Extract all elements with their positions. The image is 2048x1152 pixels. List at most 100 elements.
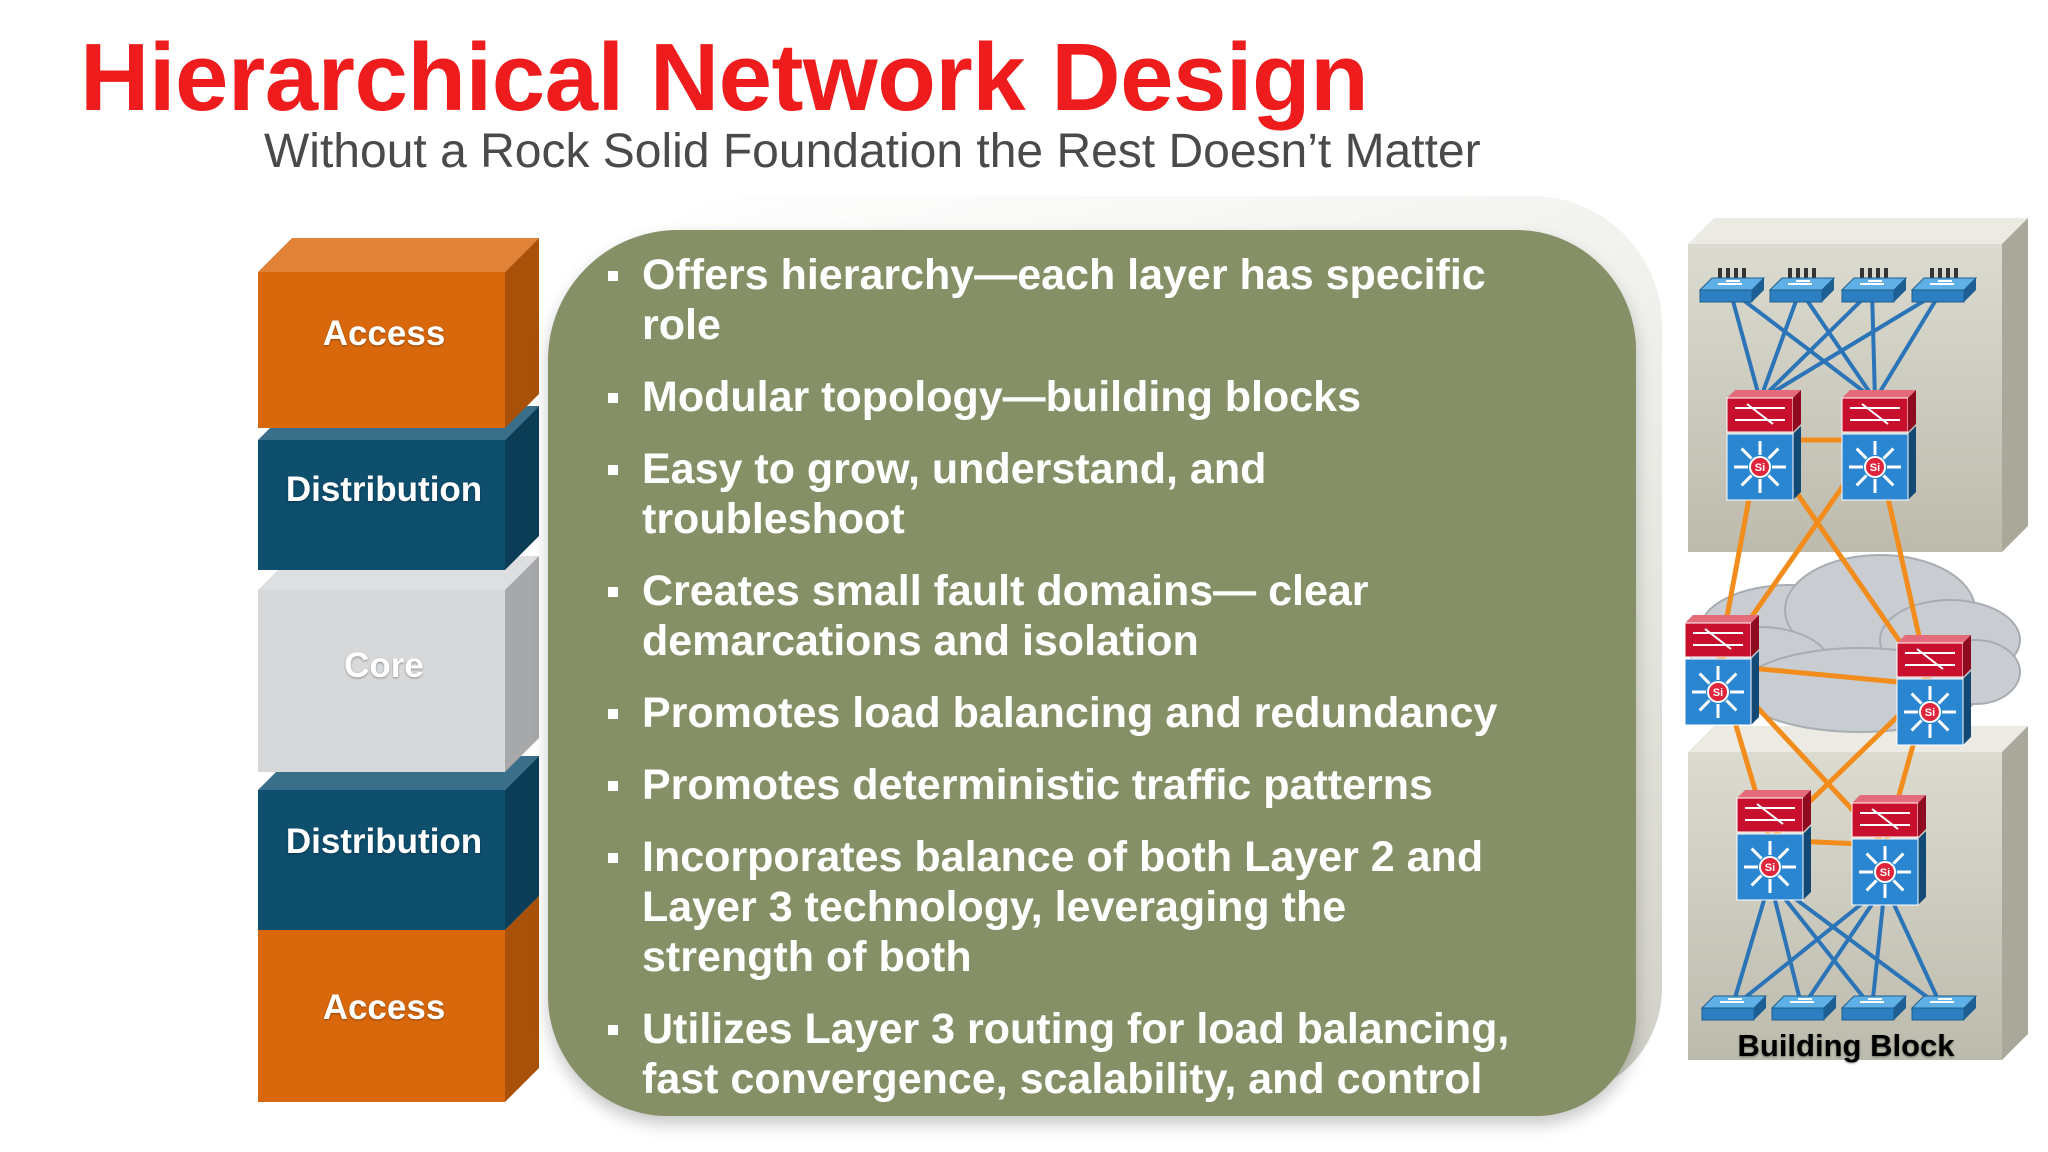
switch-side bbox=[1824, 996, 1836, 1020]
layer-block-1-access bbox=[258, 238, 539, 428]
layer-block-front bbox=[258, 272, 505, 428]
switch-arrows bbox=[1788, 280, 1812, 285]
layer-label-distribution: Distribution bbox=[285, 822, 483, 861]
port-pin bbox=[1796, 268, 1800, 280]
switch-arrow-ray bbox=[1892, 879, 1905, 892]
switch-arrow-ray bbox=[1937, 692, 1950, 705]
link-line bbox=[1870, 289, 1877, 401]
access-switch-icon bbox=[1700, 995, 1768, 1021]
bullet-line: fast convergence, scalability, and contr… bbox=[642, 1055, 1483, 1103]
switch-arrow-ray bbox=[1865, 879, 1878, 892]
feature-bullet: Modular topology—building blocks bbox=[600, 372, 1610, 422]
access-switch-icon bbox=[1698, 277, 1766, 303]
slide-subtitle: Without a Rock Solid Foundation the Rest… bbox=[264, 125, 1481, 178]
router-top bbox=[1727, 390, 1801, 398]
port-pin bbox=[1930, 268, 1934, 280]
layer-block-front bbox=[258, 930, 505, 1102]
access-switch-icon bbox=[1910, 995, 1978, 1021]
block-top-face bbox=[1688, 218, 2028, 244]
switch-arrow-ray bbox=[1882, 474, 1895, 487]
si-label: Si bbox=[1755, 462, 1765, 474]
si-badge bbox=[1749, 456, 1771, 478]
access-switch-icon bbox=[1840, 277, 1908, 303]
port-pin bbox=[1742, 268, 1746, 280]
layer-label-core: Core bbox=[344, 646, 424, 685]
switch-front bbox=[1769, 289, 1823, 303]
block-side-face bbox=[2002, 218, 2028, 552]
layer-block-3-core bbox=[258, 556, 539, 772]
switch-front bbox=[1841, 1007, 1895, 1021]
switch-front bbox=[1771, 1007, 1825, 1021]
port-pin bbox=[1726, 268, 1730, 280]
layer-block-side bbox=[505, 756, 539, 930]
port-pin bbox=[1946, 268, 1950, 280]
link-line bbox=[1730, 879, 1772, 1009]
router-top bbox=[1842, 390, 1916, 398]
switch-side bbox=[1918, 831, 1926, 905]
router-arrows bbox=[1860, 808, 1910, 830]
port-pin bbox=[1954, 268, 1958, 280]
router-top bbox=[1685, 615, 1759, 623]
switch-arrows bbox=[1930, 998, 1954, 1003]
bullet-line: Incorporates balance of both Layer 2 and bbox=[642, 833, 1484, 881]
switch-arrows bbox=[1930, 280, 1954, 285]
layer-block-side bbox=[505, 556, 539, 772]
bullet-line: troubleshoot bbox=[642, 495, 905, 543]
switch-arrow-ray bbox=[1740, 447, 1753, 460]
layer-label-access: Access bbox=[322, 314, 446, 353]
slide-title: Hierarchical Network Design bbox=[80, 24, 1369, 131]
switch-side bbox=[1793, 426, 1801, 500]
multilayer-switch-icon: Si bbox=[1736, 790, 1811, 901]
link-line bbox=[1873, 288, 1944, 402]
switch-side bbox=[1963, 671, 1971, 745]
link-line bbox=[1758, 288, 1874, 402]
router-arrows bbox=[1693, 628, 1743, 650]
multilayer-switch-icon: Si bbox=[1896, 635, 1971, 746]
si-badge bbox=[1707, 681, 1729, 703]
feature-bullet: Utilizes Layer 3 routing for load balanc… bbox=[600, 1004, 1610, 1104]
switch-arrow-ray bbox=[1892, 852, 1905, 865]
router-side bbox=[1803, 790, 1811, 832]
switch-side bbox=[1964, 278, 1976, 302]
layer-block-front bbox=[258, 590, 505, 772]
bullet-line: Modular topology—building blocks bbox=[642, 373, 1362, 421]
bullet-line: Creates small fault domains— clear bbox=[642, 567, 1369, 615]
access-switch-icon bbox=[1840, 995, 1908, 1021]
link-line bbox=[1758, 288, 1944, 402]
switch-front bbox=[1841, 289, 1895, 303]
switch-side bbox=[1803, 826, 1811, 900]
bullet-marker bbox=[608, 1025, 618, 1035]
layer-block-front bbox=[258, 440, 505, 570]
port-pin bbox=[1734, 268, 1738, 280]
switch-arrow-ray bbox=[1750, 847, 1763, 860]
building-block-label: Building Block bbox=[1737, 1028, 1955, 1063]
block-side-face bbox=[2002, 726, 2028, 1060]
port-pin bbox=[1938, 268, 1942, 280]
switch-side bbox=[1908, 426, 1916, 500]
switch-arrow-ray bbox=[1910, 692, 1923, 705]
multilayer-switch-icon: Si bbox=[1841, 390, 1916, 501]
access-switch-icon bbox=[1768, 277, 1836, 303]
switch-arrows bbox=[1720, 998, 1744, 1003]
switch-arrow-ray bbox=[1725, 672, 1738, 685]
port-connector-icon bbox=[1718, 268, 1746, 280]
bullet-marker bbox=[608, 587, 618, 597]
layer-label-distribution: Distribution bbox=[285, 470, 483, 509]
port-pin bbox=[1718, 268, 1722, 280]
switch-front bbox=[1911, 289, 1965, 303]
si-label: Si bbox=[1713, 687, 1723, 699]
bullet-marker bbox=[608, 393, 618, 403]
switch-arrow-ray bbox=[1750, 874, 1763, 887]
bullet-line: demarcations and isolation bbox=[642, 617, 1199, 665]
feature-bullet: Incorporates balance of both Layer 2 and… bbox=[600, 832, 1610, 982]
switch-arrow-ray bbox=[1777, 847, 1790, 860]
link-line bbox=[1728, 288, 1877, 402]
router-side bbox=[1908, 390, 1916, 432]
switch-arrow-ray bbox=[1767, 474, 1780, 487]
link-line bbox=[1798, 288, 1877, 402]
si-badge bbox=[1874, 861, 1896, 883]
